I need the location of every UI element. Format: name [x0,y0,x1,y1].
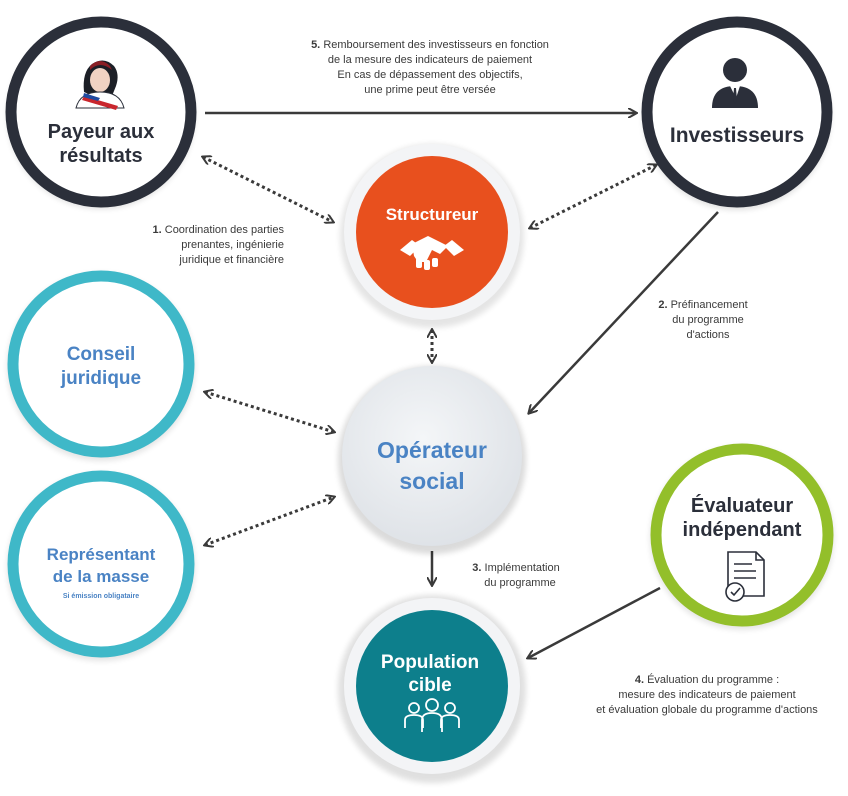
svg-text:du programme: du programme [484,577,556,589]
people-group-icon [404,698,460,732]
svg-text:du programme: du programme [672,314,744,326]
population-line2: cible [408,675,451,696]
evaluateur-line2: indépendant [683,519,802,541]
svg-text:2. Préfinancement: 2. Préfinancement [658,299,747,311]
population-line1: Population [381,652,479,673]
svg-text:et évaluation globale du progr: et évaluation globale du programme d'act… [596,704,818,716]
edge-5-label: 5. Remboursement des investisseurs en fo… [311,39,549,96]
edge-2-label: 2. Préfinancement du programme d'actions [658,299,747,341]
svg-text:En cas de dépassement des obje: En cas de dépassement des objectifs, [337,69,522,81]
svg-text:une prime peut être versée: une prime peut être versée [364,84,495,96]
edge-4-arrow [528,586,661,658]
handshake-icon [400,236,464,270]
representant-note: Si émission obligataire [63,593,139,600]
edge-investisseurs-structureur [530,165,656,228]
operateur-line2: social [399,468,464,494]
edge-2-arrow [529,211,719,413]
svg-text:d'actions: d'actions [686,329,730,341]
representant-line2: de la masse [53,567,149,586]
conseil-line1: Conseil [67,344,136,365]
svg-text:mesure des indicateurs de paie: mesure des indicateurs de paiement [618,689,795,701]
node-operateur: Opérateur social [338,366,526,554]
structureur-label: Structureur [386,205,479,224]
node-structureur: Structureur [340,144,524,328]
node-evaluateur: Évaluateur indépendant [650,443,834,630]
edge-3-label: 3. Implémentation du programme [472,562,559,589]
edge-1-label: 1. Coordination des parties prenantes, i… [153,224,285,266]
edge-4-label: 4. Évaluation du programme : mesure des … [596,673,818,716]
representant-line1: Représentant [47,545,156,564]
edge-conseil-operateur [205,392,334,432]
marianne-icon [75,60,125,110]
investisseurs-label: Investisseurs [670,124,804,147]
node-population: Population cible [338,595,526,783]
payeur-line1: Payeur aux [48,121,155,143]
svg-text:3. Implémentation: 3. Implémentation [472,562,559,574]
svg-text:1. Coordination des parties: 1. Coordination des parties [153,224,285,236]
conseil-line2: juridique [60,368,141,389]
edge-representant-operateur [205,497,334,545]
node-representant: Représentant de la masse Si émission obl… [7,470,195,661]
svg-text:5. Remboursement des investiss: 5. Remboursement des investisseurs en fo… [311,39,549,51]
node-investisseurs: Investisseurs [641,16,833,210]
edge-payeur-structureur [203,157,333,222]
evaluateur-line1: Évaluateur [691,494,793,517]
svg-text:4. Évaluation du programme :: 4. Évaluation du programme : [635,673,779,686]
certified-document-icon [725,551,765,602]
svg-text:juridique et financière: juridique et financière [178,254,284,266]
node-payeur: Payeur aux résultats [5,16,197,209]
svg-text:prenantes, ingénierie: prenantes, ingénierie [181,239,284,251]
operateur-line1: Opérateur [377,437,487,463]
node-conseil: Conseil juridique [7,270,195,461]
businessman-icon [712,58,758,108]
svg-text:de la mesure des indicateurs d: de la mesure des indicateurs de paiement [328,54,532,66]
payeur-line2: résultats [59,145,142,167]
